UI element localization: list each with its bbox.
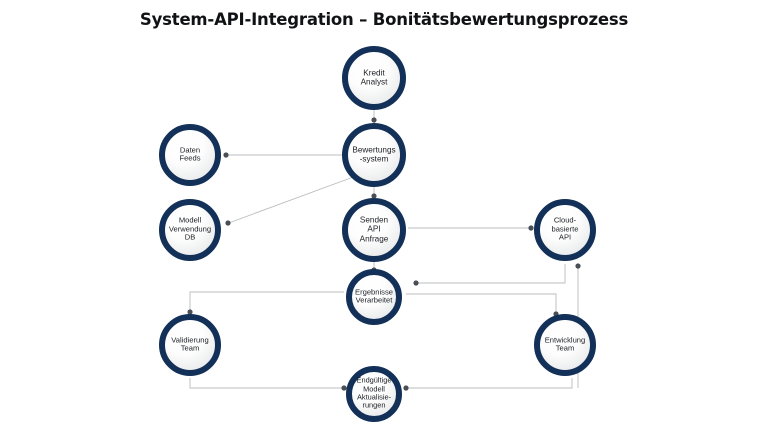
edge-endpoint-dot: [223, 152, 229, 158]
node-label: Bewertungs -system: [352, 145, 396, 164]
edge-endpoint-dot: [371, 117, 377, 123]
node-senden-api-anfrage[interactable]: Senden API Anfrage: [342, 198, 406, 262]
node-bewertungssystem[interactable]: Bewertungs -system: [342, 123, 406, 187]
node-validierung-team[interactable]: Validierung Team: [159, 314, 221, 376]
node-endgueltige-modell-aktualisierungen[interactable]: Endgültige Modell Aktualisie- rungen: [346, 366, 402, 422]
node-label: Kredit Analyst: [360, 68, 388, 87]
node-label: Entwicklung Team: [544, 335, 586, 353]
node-label: Ergebnisse Verarbeitet: [355, 287, 393, 305]
edge-modell-verwendung-db-to-bewertungssystem: [225, 175, 357, 225]
edge-ergebnisse-verarbeitet-to-validierung-team: [189, 291, 344, 312]
edge-entwicklung-team-to-endgueltige-modell: [406, 378, 573, 389]
node-cloud-basierte-api[interactable]: Cloud- basierte API: [534, 199, 596, 261]
edge-endpoint-dot: [528, 225, 534, 231]
edge-endpoint-dot: [403, 385, 409, 391]
node-ergebnisse-verarbeitet[interactable]: Ergebnisse Verarbeitet: [346, 269, 402, 325]
page-title: System-API-Integration – Bonitätsbewertu…: [139, 10, 629, 29]
node-label: Cloud- basierte API: [551, 215, 579, 242]
edge-cloud-basierte-api-to-ergebnisse-verarbeitet: [416, 264, 566, 284]
node-kredit-analyst[interactable]: Kredit Analyst: [342, 46, 406, 110]
node-label: Validierung Team: [171, 335, 209, 353]
node-label: Endgültige Modell Aktualisie- rungen: [356, 375, 392, 410]
node-label: Daten Feeds: [179, 145, 201, 163]
edge-endpoint-dot: [413, 280, 419, 286]
node-daten-feeds[interactable]: Daten Feeds: [159, 124, 221, 186]
edge-validierung-team-to-endgueltige-modell: [189, 378, 342, 389]
node-label: Senden API Anfrage: [359, 215, 389, 244]
edge-endpoint-dot: [225, 220, 231, 226]
edge-ergebnisse-verarbeitet-to-entwicklung-team: [406, 293, 557, 314]
node-modell-verwendung-db[interactable]: Modell Verwendung DB: [159, 199, 221, 261]
node-label: Modell Verwendung DB: [168, 215, 212, 242]
node-entwicklung-team[interactable]: Entwicklung Team: [534, 314, 596, 376]
edge-endpoint-dot: [575, 263, 581, 269]
